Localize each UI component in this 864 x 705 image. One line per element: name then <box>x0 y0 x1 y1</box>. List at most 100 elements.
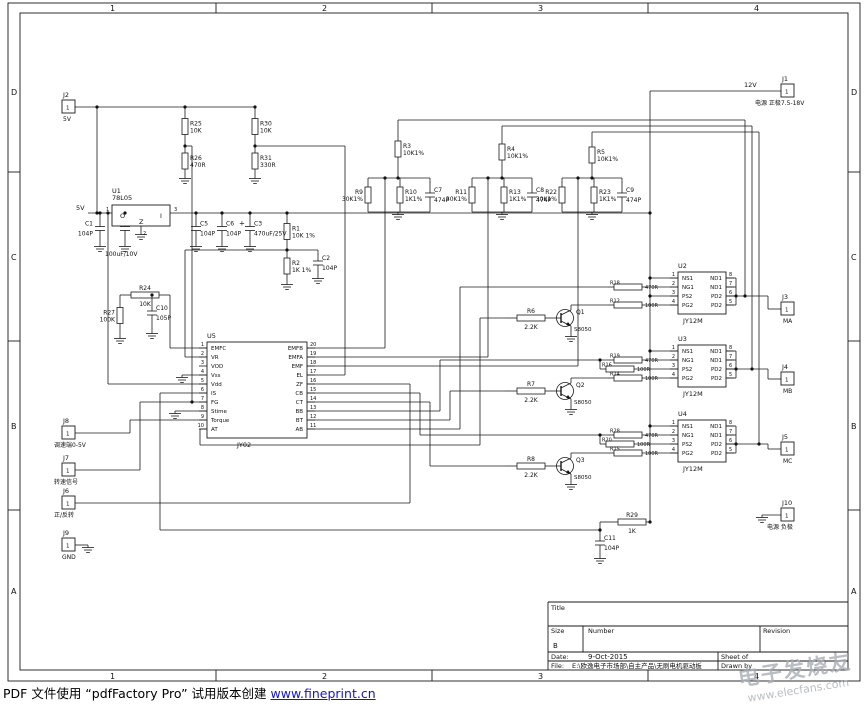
label: 正/反转 <box>54 511 74 519</box>
label: 10K 1% <box>292 233 315 240</box>
label: 105P <box>156 315 171 322</box>
label: 330R <box>260 162 276 169</box>
label: R26 <box>190 155 202 162</box>
component-R8: R82.2K <box>505 456 557 479</box>
label: 5 <box>729 299 732 305</box>
junction-dot <box>106 211 110 215</box>
label: PD2 <box>711 294 722 300</box>
connector-pin-box <box>61 537 76 552</box>
label: FG <box>211 400 218 406</box>
label: 1 <box>66 469 70 475</box>
label: 4 <box>672 372 675 378</box>
ground-symbol <box>756 515 768 523</box>
ground-symbol <box>94 244 106 252</box>
label: 1 <box>785 90 789 96</box>
label: 2 <box>672 354 675 360</box>
label: 16 <box>310 378 316 384</box>
label: J10 <box>781 499 792 507</box>
label: R4 <box>507 146 515 153</box>
label: 3 <box>174 207 177 213</box>
label: EMFC <box>211 346 226 352</box>
label: EMFB <box>288 346 303 352</box>
label: 8 <box>729 420 732 426</box>
label: 6 <box>729 363 732 369</box>
label: 470R <box>645 433 659 439</box>
label: 5V <box>76 204 85 212</box>
label: 100R <box>637 442 651 448</box>
label: MB <box>783 388 792 395</box>
junction-dot <box>220 211 224 215</box>
label: ND1 <box>710 433 722 439</box>
junction-dot <box>648 211 652 215</box>
label: MC <box>783 458 792 465</box>
label: 2 <box>143 231 146 237</box>
label: R29 <box>626 512 638 519</box>
label: 7 <box>729 429 732 435</box>
label: J2 <box>62 91 69 99</box>
connector-pin-box <box>61 462 76 477</box>
label: J4 <box>781 363 788 371</box>
col-label-4-top: 4 <box>754 4 759 13</box>
label: U5 <box>207 332 216 340</box>
row-label-D-right: D <box>851 88 857 97</box>
fineprint-link[interactable]: www.fineprint.cn <box>270 686 376 701</box>
date-label: Date: <box>551 653 569 661</box>
label: 1 <box>785 448 789 454</box>
label: 30K1% <box>342 196 363 203</box>
label: 8 <box>201 405 204 411</box>
label: 470R <box>190 162 206 169</box>
wire <box>560 309 572 316</box>
label: I <box>160 212 162 220</box>
label: 调速端0-5V <box>54 441 87 449</box>
label: 6 <box>729 438 732 444</box>
label: S8050 <box>574 400 592 406</box>
label: U3 <box>678 335 687 343</box>
label: ND1 <box>710 424 722 430</box>
label: J1 <box>781 75 788 83</box>
label: BT <box>296 418 304 424</box>
junction-dot <box>123 211 127 215</box>
label: R28 <box>610 429 620 435</box>
number-label: Number <box>588 627 614 635</box>
component-R7: R72.2K <box>505 381 557 404</box>
label: 10K1% <box>597 156 618 163</box>
label: J3 <box>781 293 788 301</box>
ground-symbol <box>176 375 188 383</box>
label: 1 <box>201 342 204 348</box>
label: 20 <box>310 342 316 348</box>
label: 100K <box>100 317 116 324</box>
col-label-1-bottom: 1 <box>110 672 115 681</box>
junction-dot <box>285 248 289 252</box>
label: 10 <box>198 423 204 429</box>
label: ND1 <box>710 276 722 282</box>
label: PD2 <box>711 367 722 373</box>
revision-label: Revision <box>763 627 790 635</box>
label: 5 <box>729 372 732 378</box>
junction-dot <box>576 176 580 180</box>
junction-dot <box>383 176 387 180</box>
label: NG1 <box>682 358 694 364</box>
junction-dot <box>750 367 754 371</box>
label: 1 <box>785 514 789 520</box>
file-label: File: <box>551 662 564 670</box>
size-value: B <box>553 642 558 650</box>
label: U4 <box>678 410 687 418</box>
label: PG2 <box>682 451 693 457</box>
ground-symbol <box>565 407 577 415</box>
label: NS1 <box>682 424 693 430</box>
junction-dot <box>248 211 252 215</box>
